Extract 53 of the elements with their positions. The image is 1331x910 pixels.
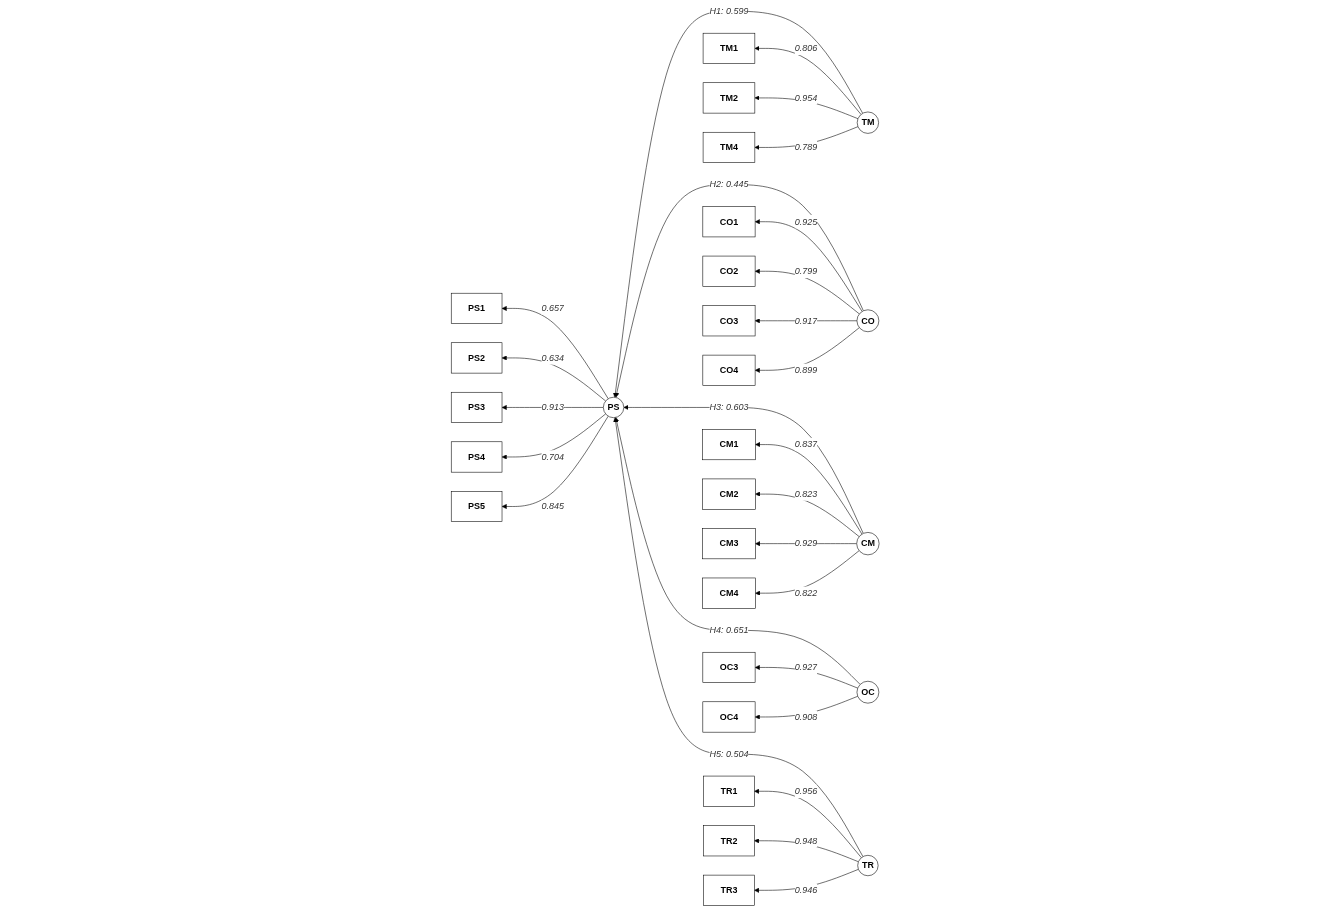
node-circle: CO [856, 309, 880, 333]
edge-label: 0.704 [541, 451, 565, 462]
edge-label: 0.954 [795, 92, 818, 103]
edge-label: 0.929 [795, 538, 818, 549]
node-box: PS2 [451, 342, 503, 374]
node-box: TM2 [703, 82, 756, 114]
node-box: CO2 [702, 255, 756, 287]
edge-label: H1: 0.599 [709, 6, 749, 16]
edge-label: H4: 0.651 [709, 625, 749, 635]
node-box: TM1 [703, 32, 756, 64]
edge-label: 0.956 [795, 786, 818, 796]
node-box: OC4 [702, 701, 756, 733]
edge-label: 0.925 [795, 216, 818, 227]
edge-label: 0.917 [795, 315, 818, 326]
node-box: TR2 [703, 825, 755, 857]
node-circle: CM [856, 532, 880, 556]
edge-label: 0.946 [795, 885, 818, 895]
edge-label: 0.799 [795, 266, 818, 276]
node-circle: OC [856, 680, 880, 704]
node-box: PS5 [451, 491, 503, 522]
node-box: CO4 [702, 354, 756, 386]
node-box: TM4 [703, 131, 756, 163]
node-box: PS4 [451, 441, 503, 473]
node-box: CO3 [702, 305, 756, 337]
node-box: OC3 [702, 651, 756, 683]
node-box: PS3 [451, 391, 503, 423]
edge-label: 0.837 [795, 439, 818, 450]
node-box: CM2 [702, 478, 756, 510]
edge-label: 0.657 [541, 303, 565, 313]
node-circle: TM [857, 111, 880, 134]
edge-label: 0.908 [795, 711, 818, 722]
edge-label: 0.927 [795, 662, 818, 672]
node-circle: TR [857, 855, 879, 877]
edge-label: 0.899 [795, 365, 818, 375]
edge-label: 0.845 [541, 501, 565, 511]
node-box: CO1 [702, 206, 756, 238]
edge-label: 0.806 [795, 43, 818, 53]
node-box: TR1 [703, 775, 755, 807]
edge-label: H5: 0.504 [709, 749, 749, 759]
edge-label: H3: 0.603 [709, 402, 749, 412]
edge-label: 0.822 [795, 588, 818, 598]
edge-label: 0.634 [541, 352, 565, 363]
node-circle: PS [603, 396, 625, 418]
node-box: PS1 [451, 292, 503, 324]
node-box: CM4 [702, 577, 756, 609]
node-box: CM1 [702, 429, 756, 461]
edge-label: 0.948 [795, 835, 818, 846]
edge-label: 0.913 [541, 402, 565, 412]
edge-label: 0.789 [795, 142, 818, 152]
node-box: TR3 [703, 874, 755, 906]
node-box: CM3 [702, 528, 756, 560]
edge-label: H2: 0.445 [709, 179, 749, 190]
edge-label: 0.823 [795, 489, 818, 499]
